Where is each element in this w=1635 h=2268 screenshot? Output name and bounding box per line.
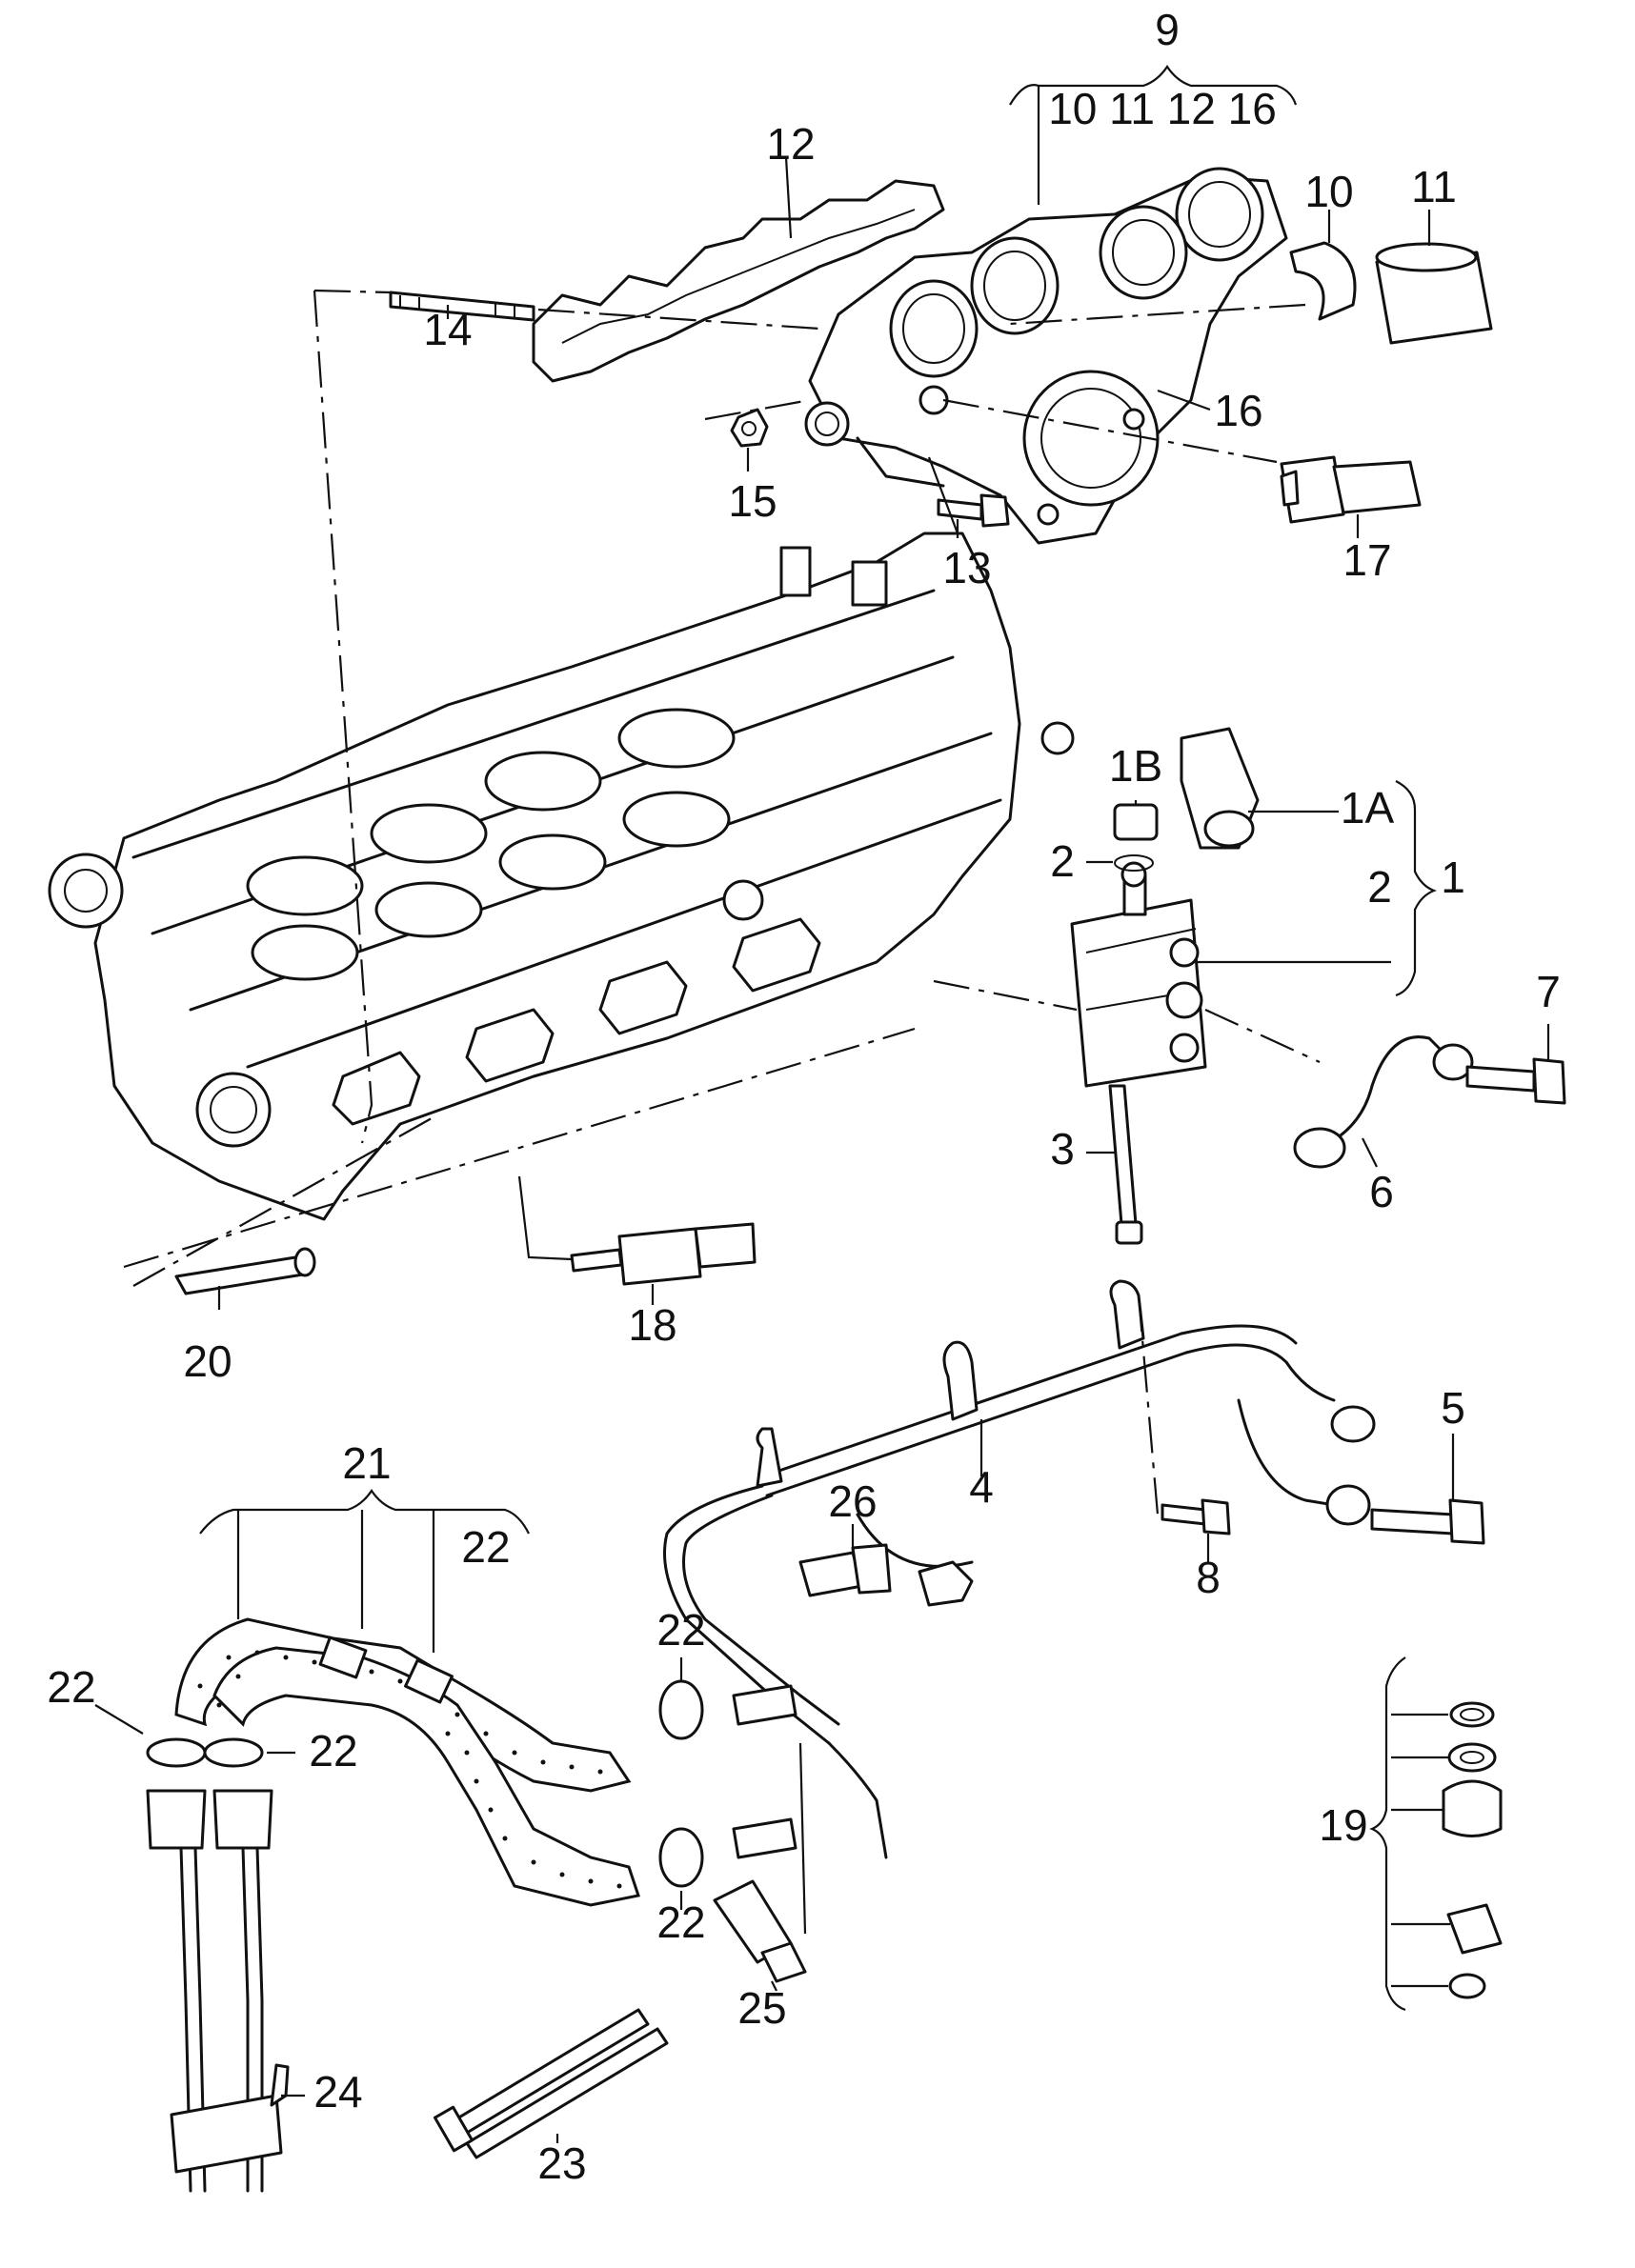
label-22-lower-clamp: 22 (656, 1897, 705, 1947)
cap (1113, 803, 1159, 841)
label-15: 15 (728, 476, 777, 526)
label-2-oring: 2 (1050, 836, 1075, 886)
label-18: 18 (628, 1300, 676, 1350)
label-1b: 1B (1109, 741, 1162, 791)
fuel-lines (170, 1846, 290, 2193)
label-19: 19 (1319, 1800, 1367, 1850)
label-22-mid: 22 (309, 1726, 357, 1776)
fuel-hoses (174, 1617, 640, 1907)
label-25: 25 (737, 1983, 786, 2033)
label-13: 13 (942, 543, 991, 592)
label-10: 10 (1304, 167, 1353, 216)
label-9: 9 (1155, 5, 1180, 54)
low-pressure-sensor (713, 1879, 807, 1983)
banjo-bolt-upper (1465, 1057, 1566, 1105)
label-21: 21 (342, 1438, 391, 1488)
label-11: 11 (1411, 162, 1457, 211)
seal-kit (1442, 1701, 1503, 1999)
long-bolt (1108, 1084, 1143, 1245)
pump-sensor (1180, 727, 1260, 850)
label-4: 4 (969, 1462, 994, 1512)
label-20: 20 (183, 1336, 232, 1386)
intake-manifold (804, 167, 1288, 545)
dowel-pin (174, 1247, 316, 1295)
label-22-upper-clamp: 22 (656, 1605, 705, 1655)
filter (1375, 242, 1493, 345)
label-2-bracket: 2 (1367, 862, 1392, 912)
phantom-lines (123, 289, 1321, 1515)
label-1a: 1A (1341, 783, 1395, 833)
label-8: 8 (1196, 1553, 1221, 1602)
label-9-subparts: 10 11 12 16 (1048, 84, 1277, 133)
o-ring (1114, 854, 1154, 872)
pressure-sensor (798, 1543, 892, 1597)
rail-bolt (1161, 1498, 1231, 1535)
fuel-pump (1070, 861, 1207, 1088)
label-14: 14 (423, 305, 472, 354)
clip (1289, 241, 1357, 321)
cylinder-head (48, 532, 1075, 1221)
label-26: 26 (828, 1476, 877, 1526)
label-1: 1 (1441, 853, 1465, 902)
label-6: 6 (1369, 1167, 1394, 1216)
label-22-top: 22 (461, 1522, 510, 1572)
label-17: 17 (1342, 535, 1391, 585)
fuel-rail (663, 1279, 1376, 1859)
callout-labels: 9 10 11 12 16 12 10 11 14 16 15 13 17 1B… (47, 5, 1560, 2188)
hose-connectors (146, 1684, 797, 1859)
bolt (937, 493, 1010, 528)
nut (730, 408, 769, 448)
label-5: 5 (1441, 1383, 1465, 1433)
label-3: 3 (1050, 1124, 1075, 1174)
label-16: 16 (1214, 386, 1262, 435)
pressure-pipe (1293, 1035, 1474, 1169)
label-24: 24 (313, 2067, 362, 2117)
label-12: 12 (766, 119, 815, 169)
stud (389, 291, 535, 322)
temp-sensor (570, 1222, 757, 1286)
label-23: 23 (537, 2138, 586, 2188)
label-7: 7 (1536, 967, 1561, 1016)
cable-tie (433, 2008, 669, 2159)
sensor (1280, 455, 1422, 524)
label-22-left: 22 (47, 1662, 95, 1712)
manifold-gasket (532, 179, 945, 383)
hose-clamps (146, 1679, 704, 1888)
banjo-bolt-lower (1370, 1498, 1485, 1545)
leader-lines (94, 65, 1550, 2143)
